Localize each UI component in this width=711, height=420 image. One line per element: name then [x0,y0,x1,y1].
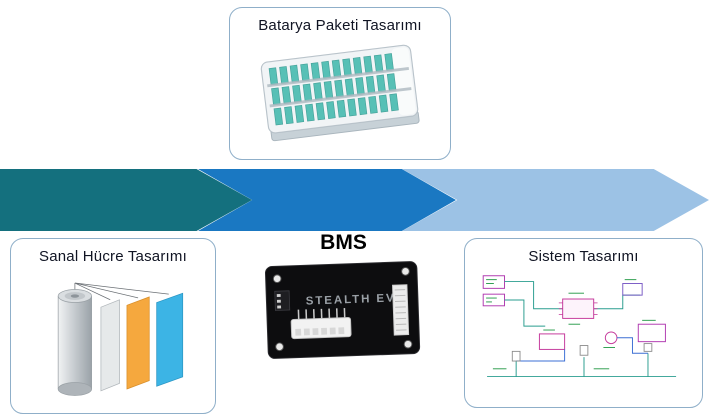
bms-board-icon: STEALTH EV [264,261,421,359]
virtual-cell-title: Sanal Hücre Tasarımı [39,248,187,265]
circuit-schematic-icon [482,275,676,378]
virtual-cell-box: Sanal Hücre Tasarımı [10,238,216,414]
process-arrows [0,169,711,231]
battery-cell-icon [57,282,184,396]
system-design-title: Sistem Tasarımı [528,248,639,265]
battery-cell-exploded-image [34,268,192,404]
bms-title: BMS [320,231,367,254]
battery-pack-title: Batarya Paketi Tasarımı [258,17,422,34]
bms-board-image: STEALTH EV [262,258,425,362]
arrow-step-1 [0,169,252,231]
bms-board-text: STEALTH EV [306,292,396,307]
battery-pack-box: Batarya Paketi Tasarımı [229,7,451,160]
circuit-schematic-image [477,268,691,394]
system-design-box: Sistem Tasarımı [464,238,703,408]
battery-pack-image [242,37,438,143]
battery-pack-icon [260,44,420,142]
